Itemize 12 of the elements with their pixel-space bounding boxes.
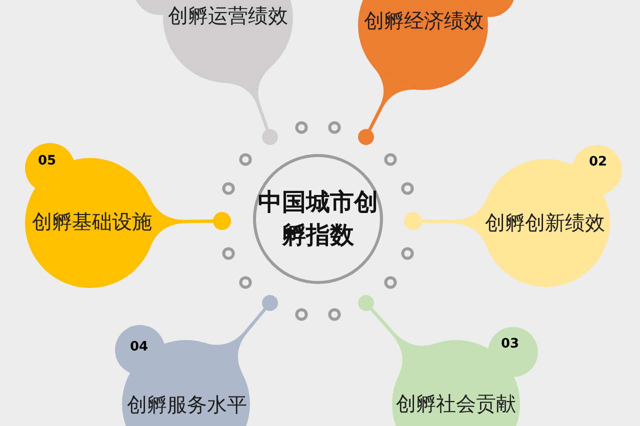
number-label: 04 [130, 340, 148, 356]
center-title: 中国城市创孵指数 [256, 187, 379, 251]
bubble-title: 创孵基础设施 [32, 210, 152, 234]
number-label: 05 [38, 154, 56, 170]
number-label: 02 [588, 156, 608, 170]
bubble-title: 创孵服务水平 [127, 394, 247, 416]
bubble-title: 创孵经济绩效 [364, 10, 484, 32]
bubble-title: 创孵运营绩效 [168, 4, 288, 28]
center-circle [253, 154, 383, 284]
bubble-title: 创孵创新绩效 [485, 212, 605, 234]
number-label: 03 [500, 338, 520, 352]
bubble-title: 创孵社会贡献 [396, 392, 516, 416]
